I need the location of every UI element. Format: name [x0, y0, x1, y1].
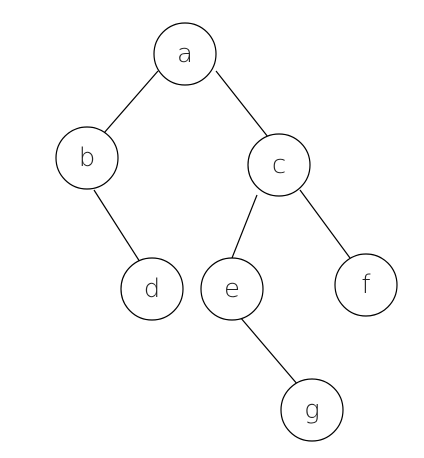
- tree-edges: [93, 70, 351, 386]
- edge-a-c: [215, 70, 269, 138]
- node-c-label: c: [272, 150, 286, 180]
- edge-b-d: [93, 189, 141, 263]
- node-c-circle: [247, 133, 311, 197]
- edge-e-g: [239, 316, 299, 386]
- node-c: c: [247, 133, 311, 197]
- node-f-circle: [334, 253, 398, 317]
- node-e-circle: [200, 257, 264, 321]
- edge-c-e: [231, 194, 258, 259]
- edge-c-f: [299, 189, 351, 259]
- node-f: f: [334, 253, 398, 317]
- node-g: g: [280, 378, 344, 442]
- node-b-circle: [55, 126, 119, 190]
- node-g-label: g: [304, 395, 320, 425]
- node-d-circle: [120, 257, 184, 321]
- node-g-circle: [280, 378, 344, 442]
- node-b-label: b: [79, 143, 96, 173]
- node-d: d: [120, 257, 184, 321]
- edge-a-b: [103, 70, 159, 134]
- node-a-label: a: [177, 39, 193, 69]
- node-d-label: d: [144, 274, 161, 304]
- node-b: b: [55, 126, 119, 190]
- node-a-circle: [153, 22, 217, 86]
- tree-nodes: a b c d e f g: [55, 22, 398, 442]
- node-f-label: f: [361, 270, 371, 300]
- node-e-label: e: [224, 274, 240, 304]
- node-e: e: [200, 257, 264, 321]
- node-a: a: [153, 22, 217, 86]
